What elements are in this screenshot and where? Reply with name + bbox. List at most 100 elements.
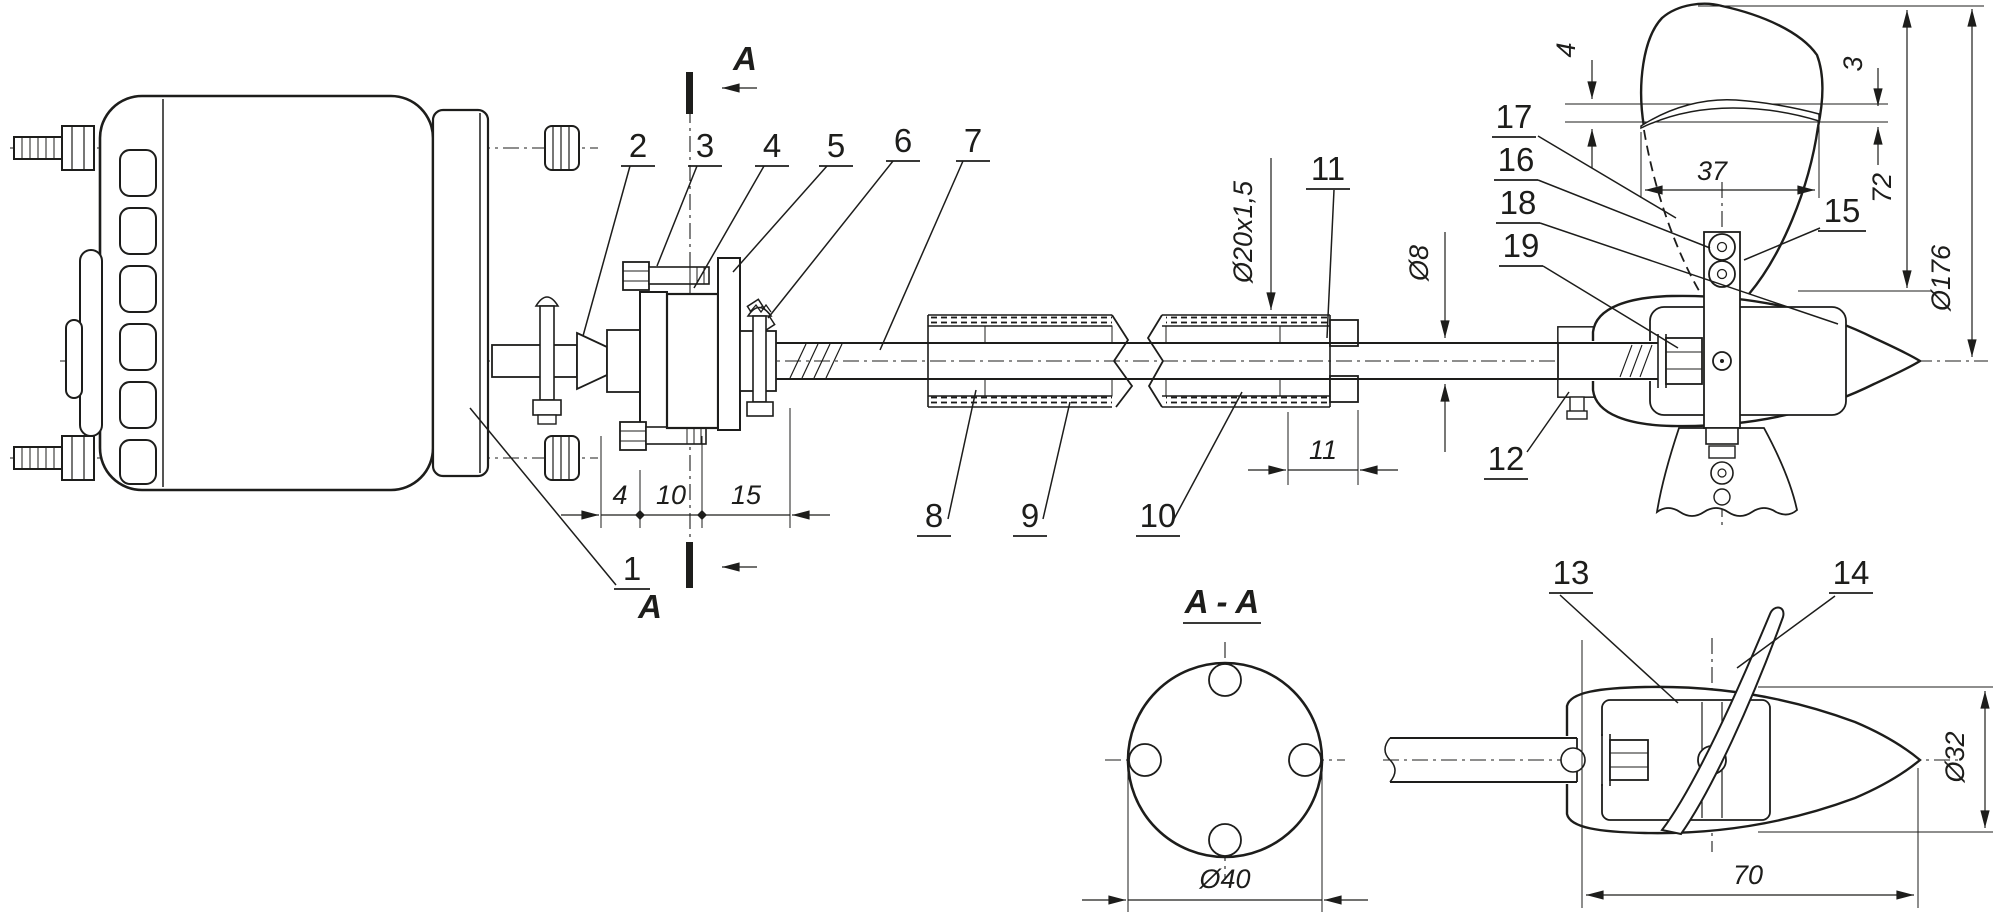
shaft-knurl	[789, 343, 843, 379]
dim-coupling-seg3: 15	[731, 480, 762, 510]
dim-spinner-diameter: Ø32	[1940, 731, 1970, 783]
svg-text:8: 8	[925, 497, 943, 534]
dimension-blade-span: 72	[1798, 10, 1932, 292]
part-label-1: 1	[469, 407, 650, 590]
spinner-detail-view: 70 Ø32	[1384, 606, 1993, 908]
rubber-bushing-right	[1279, 325, 1331, 344]
part-label-16: 16	[1494, 141, 1711, 249]
dimension-tube-od: Ø20x1,5	[1228, 158, 1276, 310]
drive-shaft	[776, 342, 1658, 380]
dimension-bushing-length: 11	[1248, 410, 1398, 485]
rubber-bushing-left	[927, 325, 986, 344]
dim-bushing-length: 11	[1309, 435, 1337, 465]
foam-filling-seg2	[1165, 325, 1281, 344]
part-label-15: 15	[1743, 192, 1866, 261]
break-line-right	[1146, 314, 1165, 408]
svg-text:2: 2	[629, 127, 647, 164]
break-line-left	[1111, 314, 1134, 408]
left-flange-hub	[606, 329, 641, 393]
dim-disc-diameter: Ø40	[1198, 864, 1250, 894]
svg-text:4: 4	[763, 127, 781, 164]
svg-text:9: 9	[1021, 497, 1039, 534]
dim-blade-thickness-right: 3	[1838, 56, 1868, 71]
svg-text:11: 11	[1311, 150, 1345, 187]
terminal-stud-bottom	[13, 435, 95, 481]
section-title: A - A	[1184, 583, 1260, 620]
svg-text:17: 17	[1496, 98, 1533, 135]
svg-text:5: 5	[827, 127, 845, 164]
dimension-coupling-lengths: 4 10 15	[561, 408, 830, 528]
through-bolt-end-bottom	[544, 435, 580, 481]
shaft-thread	[1619, 344, 1653, 378]
bolt-holes	[1128, 663, 1322, 857]
part-label-14: 14	[1736, 554, 1873, 669]
flange-bolt-top	[622, 261, 710, 291]
dim-spinner-length: 70	[1733, 860, 1763, 890]
svg-text:19: 19	[1503, 227, 1540, 264]
clamp-bolt-right	[746, 303, 774, 417]
svg-text:15: 15	[1824, 192, 1861, 229]
part-label-5: 5	[732, 127, 853, 273]
part-label-2: 2	[582, 127, 655, 337]
vent-slots	[119, 149, 157, 485]
dimension-disc-diameter: Ø40	[1082, 765, 1368, 912]
part-label-6: 6	[767, 122, 920, 319]
section-cut-markers: A A	[637, 40, 757, 625]
detail-blade-edge-view	[1660, 606, 1785, 836]
through-bolt-end-top	[544, 125, 580, 171]
rubber-disc-section	[1126, 661, 1324, 859]
part-label-3: 3	[656, 127, 722, 267]
left-flange	[639, 291, 668, 431]
part-label-9: 9	[1013, 401, 1071, 537]
svg-text:10: 10	[1140, 497, 1177, 534]
dim-shaft-od: Ø8	[1404, 245, 1434, 282]
part-label-12: 12	[1484, 391, 1570, 480]
dimension-spinner-diameter: Ø32	[1758, 686, 1993, 833]
right-flange	[717, 257, 741, 431]
rubber-coupling-disc	[665, 292, 720, 430]
dimension-blade-chord: 37	[1640, 126, 1820, 198]
section-marker-bottom: A	[637, 588, 662, 625]
part-label-11: 11	[1306, 150, 1350, 339]
section-view-a-a: A - A Ø40	[1082, 583, 1368, 912]
svg-text:6: 6	[894, 122, 912, 159]
part-label-8: 8	[917, 389, 977, 537]
part-label-13: 13	[1549, 554, 1679, 704]
section-marker-top: A	[732, 40, 757, 77]
svg-text:13: 13	[1553, 554, 1590, 591]
dim-blade-thickness-left: 4	[1551, 42, 1581, 57]
svg-text:12: 12	[1488, 440, 1525, 477]
dimension-spinner-length: 70	[1581, 640, 1919, 908]
svg-text:18: 18	[1500, 184, 1537, 221]
part-labels: 1 2 3 4 5 6 7 8 9 10 11	[469, 98, 1873, 704]
detail-shaft-nut	[1609, 739, 1649, 781]
dimension-prop-diameter: Ø176	[1698, 5, 1984, 357]
svg-text:1: 1	[623, 550, 641, 587]
detail-shaft	[1390, 737, 1577, 783]
dimension-blade-thickness-right: 3	[1838, 56, 1883, 165]
flange-bolt-bottom	[619, 421, 707, 451]
terminal-stud-top	[13, 125, 95, 171]
part-label-19: 19	[1499, 227, 1679, 349]
dimension-blade-thickness-left: 4	[1551, 42, 1597, 168]
propeller-spinner-assembly: 4 3 37 72 Ø176	[1551, 2, 1984, 517]
clamp-bolt-left	[532, 296, 562, 425]
bearing-tube-assembly: Ø20x1,5 Ø8 11	[927, 158, 1450, 485]
dim-blade-span: 72	[1867, 173, 1897, 203]
svg-text:3: 3	[696, 127, 714, 164]
svg-text:16: 16	[1498, 141, 1535, 178]
shaft-nut	[1665, 337, 1703, 385]
dim-coupling-seg1: 4	[612, 480, 627, 510]
part-label-7: 7	[879, 122, 990, 351]
part-label-18: 18	[1496, 184, 1839, 325]
shaft-collar	[1557, 326, 1595, 420]
blade-airfoil-section	[1640, 98, 1820, 130]
dim-prop-diameter: Ø176	[1926, 244, 1956, 312]
svg-text:7: 7	[964, 122, 982, 159]
dim-tube-od: Ø20x1,5	[1228, 180, 1258, 284]
electric-motor	[13, 94, 580, 492]
end-bushing-collar	[1329, 319, 1359, 347]
coupling-assembly: 4 10 15	[491, 257, 843, 528]
svg-text:14: 14	[1833, 554, 1870, 591]
